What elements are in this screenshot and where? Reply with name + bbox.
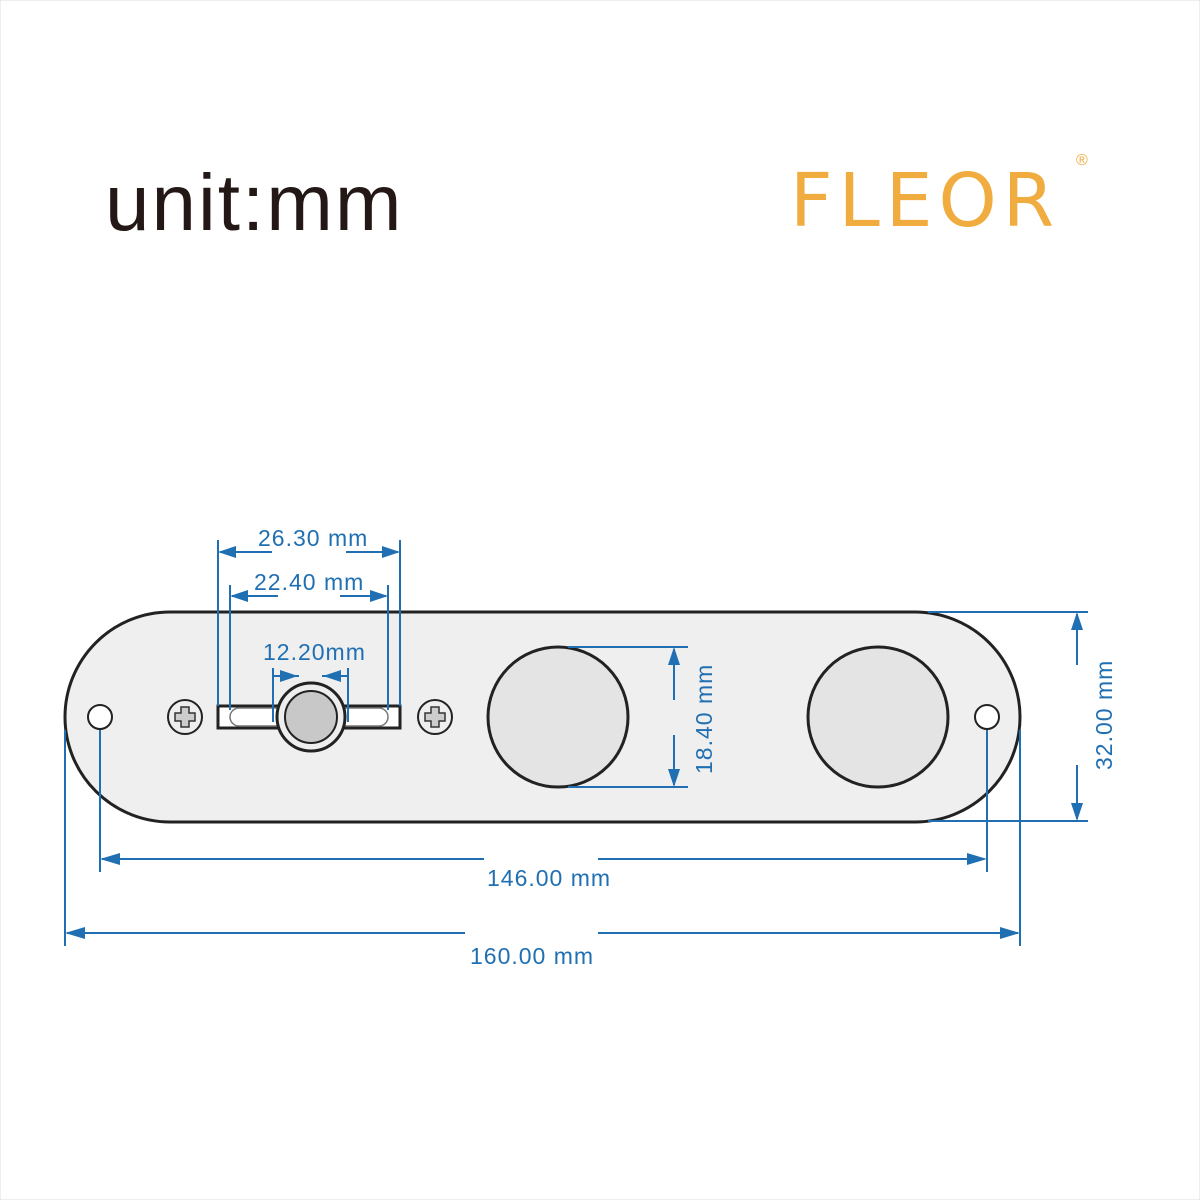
screw-icon (167, 699, 203, 735)
svg-text:12.20mm: 12.20mm (263, 639, 366, 665)
fleor-logo: FLEOR ® (790, 152, 1088, 244)
mount-hole-right (974, 704, 1000, 730)
svg-text:22.40 mm: 22.40 mm (254, 569, 364, 595)
screw-icon (417, 699, 453, 735)
switch-tip (284, 690, 338, 744)
dimension-hole-spacing: 146.00 mm (99, 730, 988, 891)
dimension-slot-inner: 22.40 mm (229, 569, 389, 710)
registered-mark: ® (1076, 152, 1088, 169)
dimension-knob-hole: 18.40 mm (568, 646, 717, 788)
svg-text:18.40 mm: 18.40 mm (691, 664, 717, 774)
mount-hole-left (87, 704, 113, 730)
volume-knob-hole (486, 645, 630, 789)
svg-text:32.00 mm: 32.00 mm (1091, 660, 1117, 770)
svg-text:26.30 mm: 26.30 mm (258, 525, 368, 551)
unit-label: unit:mm (105, 158, 404, 247)
dimension-switch-hole: 12.20mm (263, 639, 366, 722)
svg-text:146.00 mm: 146.00 mm (487, 865, 611, 891)
dimension-slot-outer: 26.30 mm (217, 525, 401, 706)
logo-text: FLEOR (790, 158, 1060, 244)
svg-text:160.00 mm: 160.00 mm (470, 943, 594, 969)
dimension-width: 32.00 mm (928, 611, 1117, 822)
dimension-outer-length: 160.00 mm (64, 730, 1021, 969)
tone-knob-hole (806, 645, 950, 789)
